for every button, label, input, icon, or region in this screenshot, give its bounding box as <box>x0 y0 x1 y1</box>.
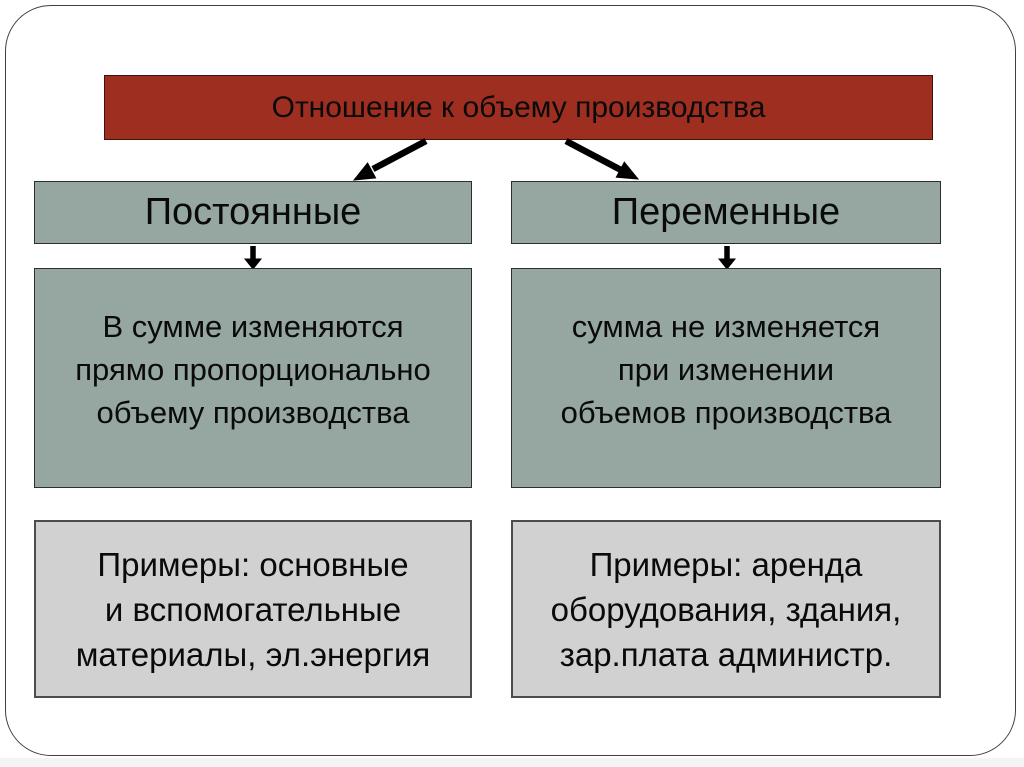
branch-right-examples-text: Примеры: аренда оборудования, здания, за… <box>550 545 902 673</box>
branch-left-description: В сумме изменяются прямо пропорционально… <box>34 268 472 488</box>
branch-right-description: сумма не изменяется при изменении объемо… <box>511 268 941 488</box>
slide-bottom-edge <box>0 758 1024 767</box>
branch-left-description-text: В сумме изменяются прямо пропорционально… <box>75 309 431 430</box>
branch-left-header: Постоянные <box>34 181 472 244</box>
branch-right-header-label: Переменные <box>611 191 841 233</box>
root-node-label: Отношение к объему производства <box>271 90 766 124</box>
branch-left-examples: Примеры: основные и вспомогательные мате… <box>34 520 472 698</box>
root-node: Отношение к объему производства <box>104 75 933 140</box>
branch-right-description-text: сумма не изменяется при изменении объемо… <box>560 309 892 430</box>
branch-left-examples-text: Примеры: основные и вспомогательные мате… <box>75 545 431 673</box>
branch-left-header-label: Постоянные <box>144 191 362 233</box>
branch-right-examples: Примеры: аренда оборудования, здания, за… <box>511 520 941 698</box>
slide-frame <box>5 5 1016 756</box>
branch-right-header: Переменные <box>511 181 941 244</box>
